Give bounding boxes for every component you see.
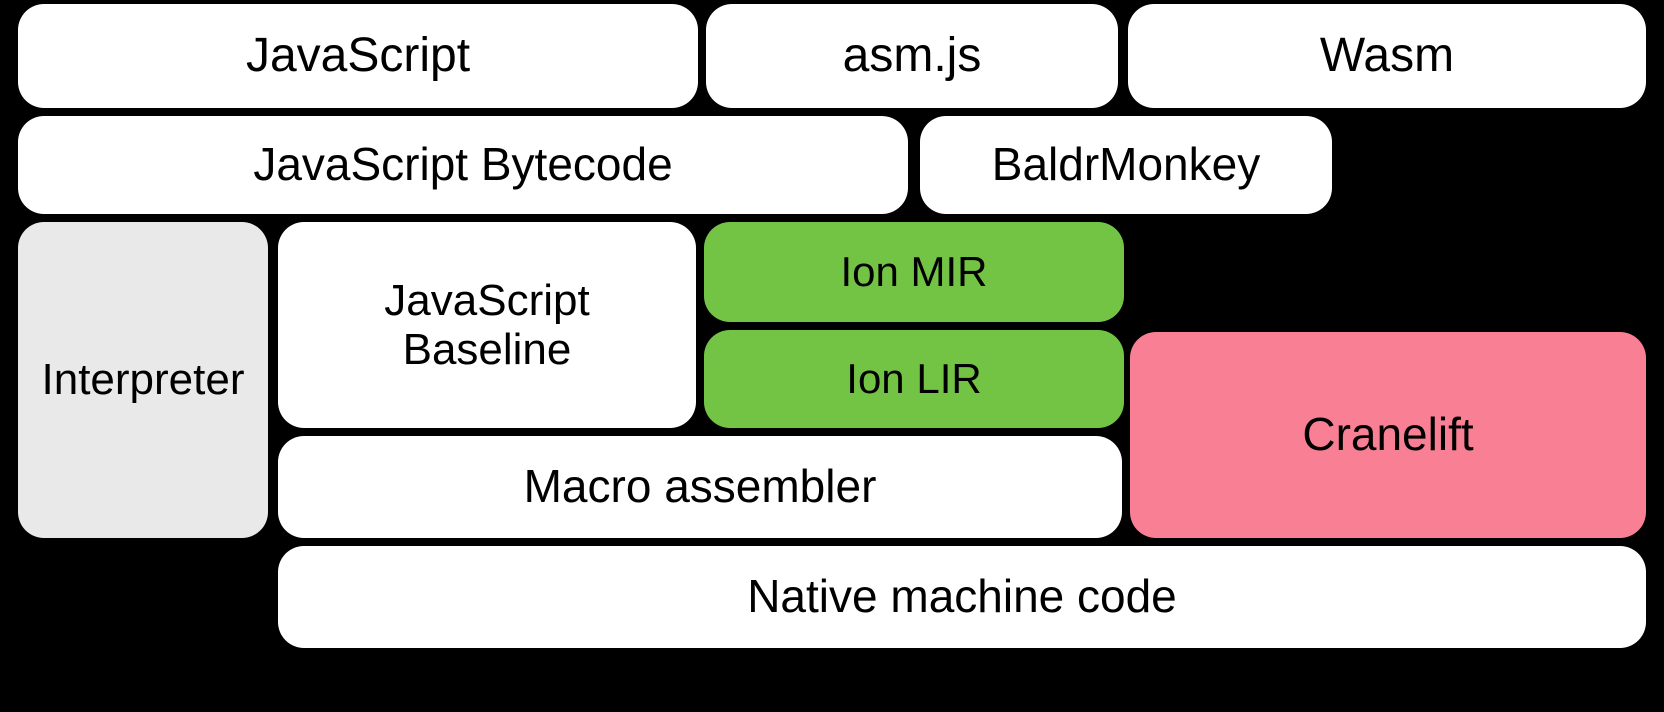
node-interpreter: Interpreter: [18, 222, 268, 538]
node-ion-lir: Ion LIR: [704, 330, 1124, 428]
node-native-machine-code: Native machine code: [278, 546, 1646, 648]
node-asm-js: asm.js: [706, 4, 1118, 108]
node-wasm: Wasm: [1128, 4, 1646, 108]
node-javascript-baseline: JavaScript Baseline: [278, 222, 696, 428]
node-baldrmonkey: BaldrMonkey: [920, 116, 1332, 214]
node-javascript-bytecode: JavaScript Bytecode: [18, 116, 908, 214]
node-cranelift: Cranelift: [1130, 332, 1646, 538]
node-macro-assembler: Macro assembler: [278, 436, 1122, 538]
node-ion-mir: Ion MIR: [704, 222, 1124, 322]
node-javascript: JavaScript: [18, 4, 698, 108]
